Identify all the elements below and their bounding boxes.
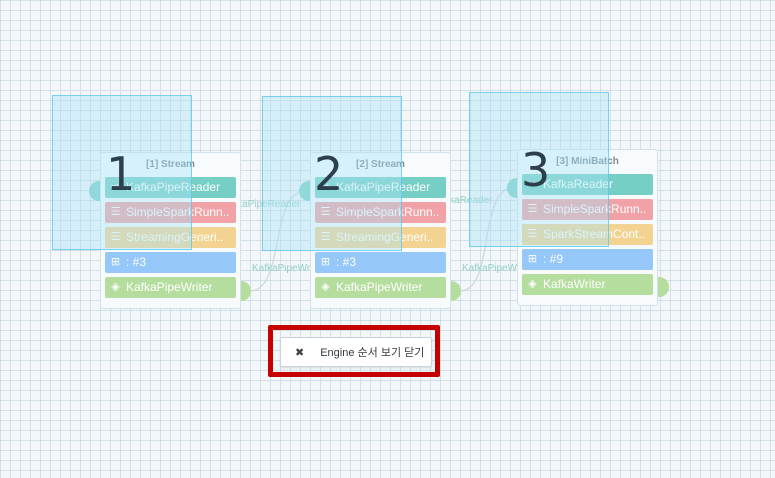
task-count[interactable]: ⊞ : #9 [522,249,653,270]
task-label: SimpleSparkRunn.. [336,205,440,219]
engine-node-title: [1] Stream [146,159,195,170]
engine-node-3[interactable]: [3] MiniBatch ⇨ KafkaReader ☰ SimpleSpar… [517,149,658,306]
runner-icon: ☰ [527,228,538,240]
task-label: : #9 [543,252,564,266]
task-label: : #3 [336,255,357,269]
task-label: KafkaPipeWriter [126,280,213,294]
task-label: KafkaPipeReader [336,180,431,194]
reader-icon: ⇨ [110,181,121,193]
task-label: KafkaReader [543,177,614,191]
reader-icon: ⇨ [320,181,331,193]
task-label: SimpleSparkRunn.. [543,202,647,216]
runner-icon: ☰ [527,203,538,215]
task-kafka-pipe-writer[interactable]: ◈ KafkaPipeWriter [105,277,236,298]
close-engine-order-button[interactable]: ✖ Engine 순서 보기 닫기 [280,337,432,367]
engine-order-number: 3 [521,143,551,197]
task-kafka-reader[interactable]: ⇨ KafkaReader [522,174,653,195]
task-kafka-pipe-reader[interactable]: ⇨ KafkaPipeReader [315,177,446,198]
task-label: KafkaPipeWriter [336,280,423,294]
runner-icon: ☰ [110,231,121,243]
engine-node-title: [2] Stream [356,159,405,170]
output-port-node-3[interactable] [655,277,669,297]
engine-order-number: 2 [314,147,344,201]
close-icon: ✖ [295,345,305,359]
engine-order-overlay-1 [52,95,192,250]
task-count[interactable]: ⊞ : #3 [315,252,446,273]
task-count[interactable]: ⊞ : #3 [105,252,236,273]
engine-node-title: [3] MiniBatch [556,156,619,167]
engine-node-2[interactable]: [2] Stream ⇨ KafkaPipeReader ☰ SimpleSpa… [310,152,451,309]
task-simple-spark-runner[interactable]: ☰ SimpleSparkRunn.. [105,202,236,223]
task-label: KafkaPipeReader [126,180,221,194]
task-kafka-pipe-reader[interactable]: ⇨ KafkaPipeReader [105,177,236,198]
grid-icon: ⊞ [320,256,331,268]
runner-icon: ☰ [320,231,331,243]
close-engine-order-label: Engine 순서 보기 닫기 [320,347,425,359]
highlight-frame [268,325,440,377]
runner-icon: ☰ [110,206,121,218]
task-label: StreamingGeneri.. [336,230,434,244]
reader-icon: ⇨ [527,178,538,190]
writer-icon: ◈ [111,281,120,293]
task-spark-stream-context[interactable]: ☰ SparkStreamCont.. [522,224,653,245]
engine-order-number: 1 [106,147,136,201]
task-simple-spark-runner[interactable]: ☰ SimpleSparkRunn.. [522,199,653,220]
task-label: KafkaWriter [543,277,606,291]
task-streaming-generic[interactable]: ☰ StreamingGeneri.. [315,227,446,248]
task-label: : #3 [126,255,147,269]
writer-icon: ◈ [321,281,330,293]
task-label: SparkStreamCont.. [543,227,646,241]
task-streaming-generic[interactable]: ☰ StreamingGeneri.. [105,227,236,248]
task-simple-spark-runner[interactable]: ☰ SimpleSparkRunn.. [315,202,446,223]
task-kafka-pipe-writer[interactable]: ◈ KafkaPipeWriter [315,277,446,298]
grid-icon: ⊞ [527,253,538,265]
engine-node-1[interactable]: [1] Stream ⇨ KafkaPipeReader ☰ SimpleSpa… [100,152,241,309]
input-port-node-1[interactable] [89,181,103,201]
grid-icon: ⊞ [110,256,121,268]
task-kafka-writer[interactable]: ◈ KafkaWriter [522,274,653,295]
runner-icon: ☰ [320,206,331,218]
writer-icon: ◈ [528,278,537,290]
task-label: StreamingGeneri.. [126,230,224,244]
task-label: SimpleSparkRunn.. [126,205,230,219]
